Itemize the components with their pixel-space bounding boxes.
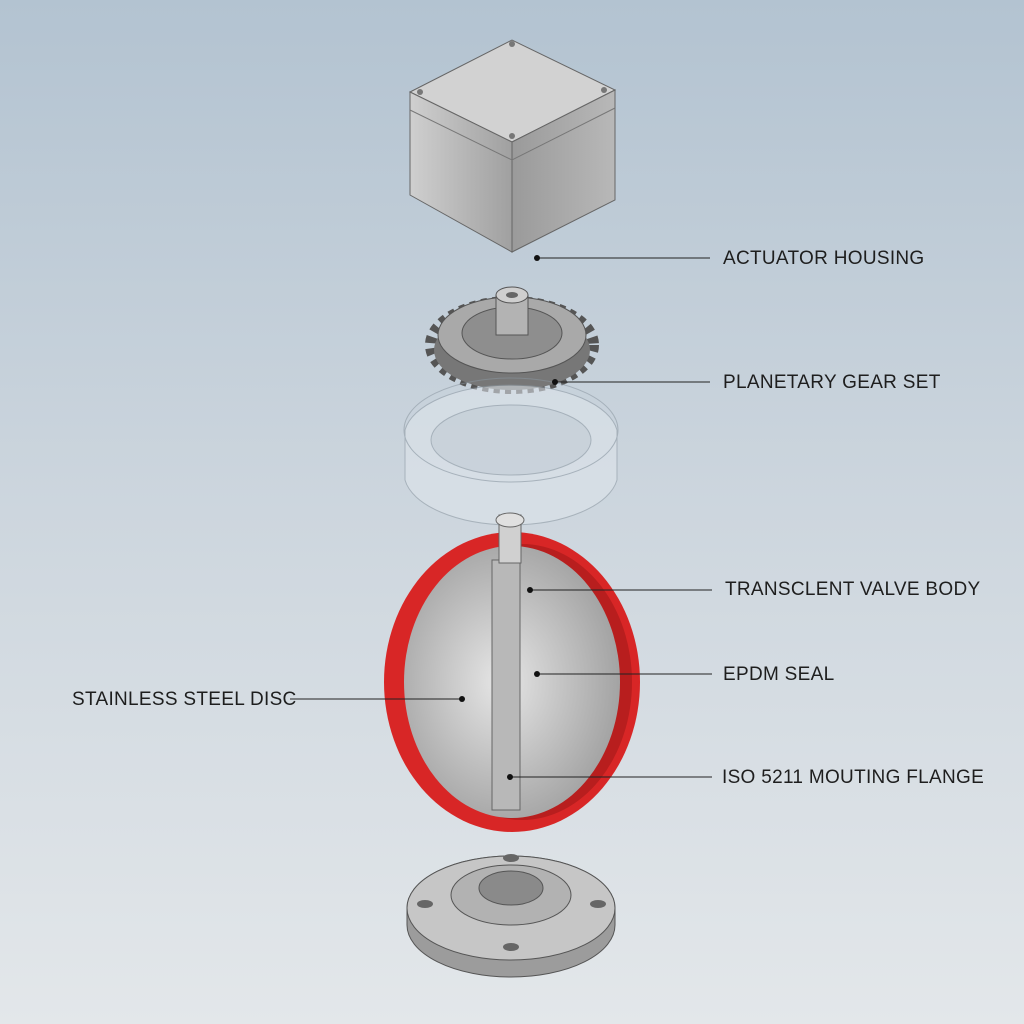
label-mounting-flange: ISO 5211 MOUTING FLANGE bbox=[722, 767, 985, 788]
planetary-gear bbox=[425, 286, 599, 394]
mounting-flange bbox=[406, 854, 616, 978]
label-actuator-housing: ACTUATOR HOUSING bbox=[723, 248, 925, 269]
valve-shaft bbox=[491, 559, 521, 811]
actuator-housing bbox=[408, 39, 617, 253]
translucent-valve-body bbox=[403, 377, 619, 526]
label-stainless-disc: STAINLESS STEEL DISC bbox=[72, 689, 297, 710]
leader-lines bbox=[290, 257, 712, 778]
label-valve-body: TRANSCLENT VALVE BODY bbox=[725, 579, 981, 600]
label-epdm-seal: EPDM SEAL bbox=[723, 664, 835, 685]
leader-dots bbox=[459, 255, 558, 780]
epdm-seal bbox=[384, 512, 640, 832]
label-planetary-gear-set: PLANETARY GEAR SET bbox=[723, 372, 941, 393]
